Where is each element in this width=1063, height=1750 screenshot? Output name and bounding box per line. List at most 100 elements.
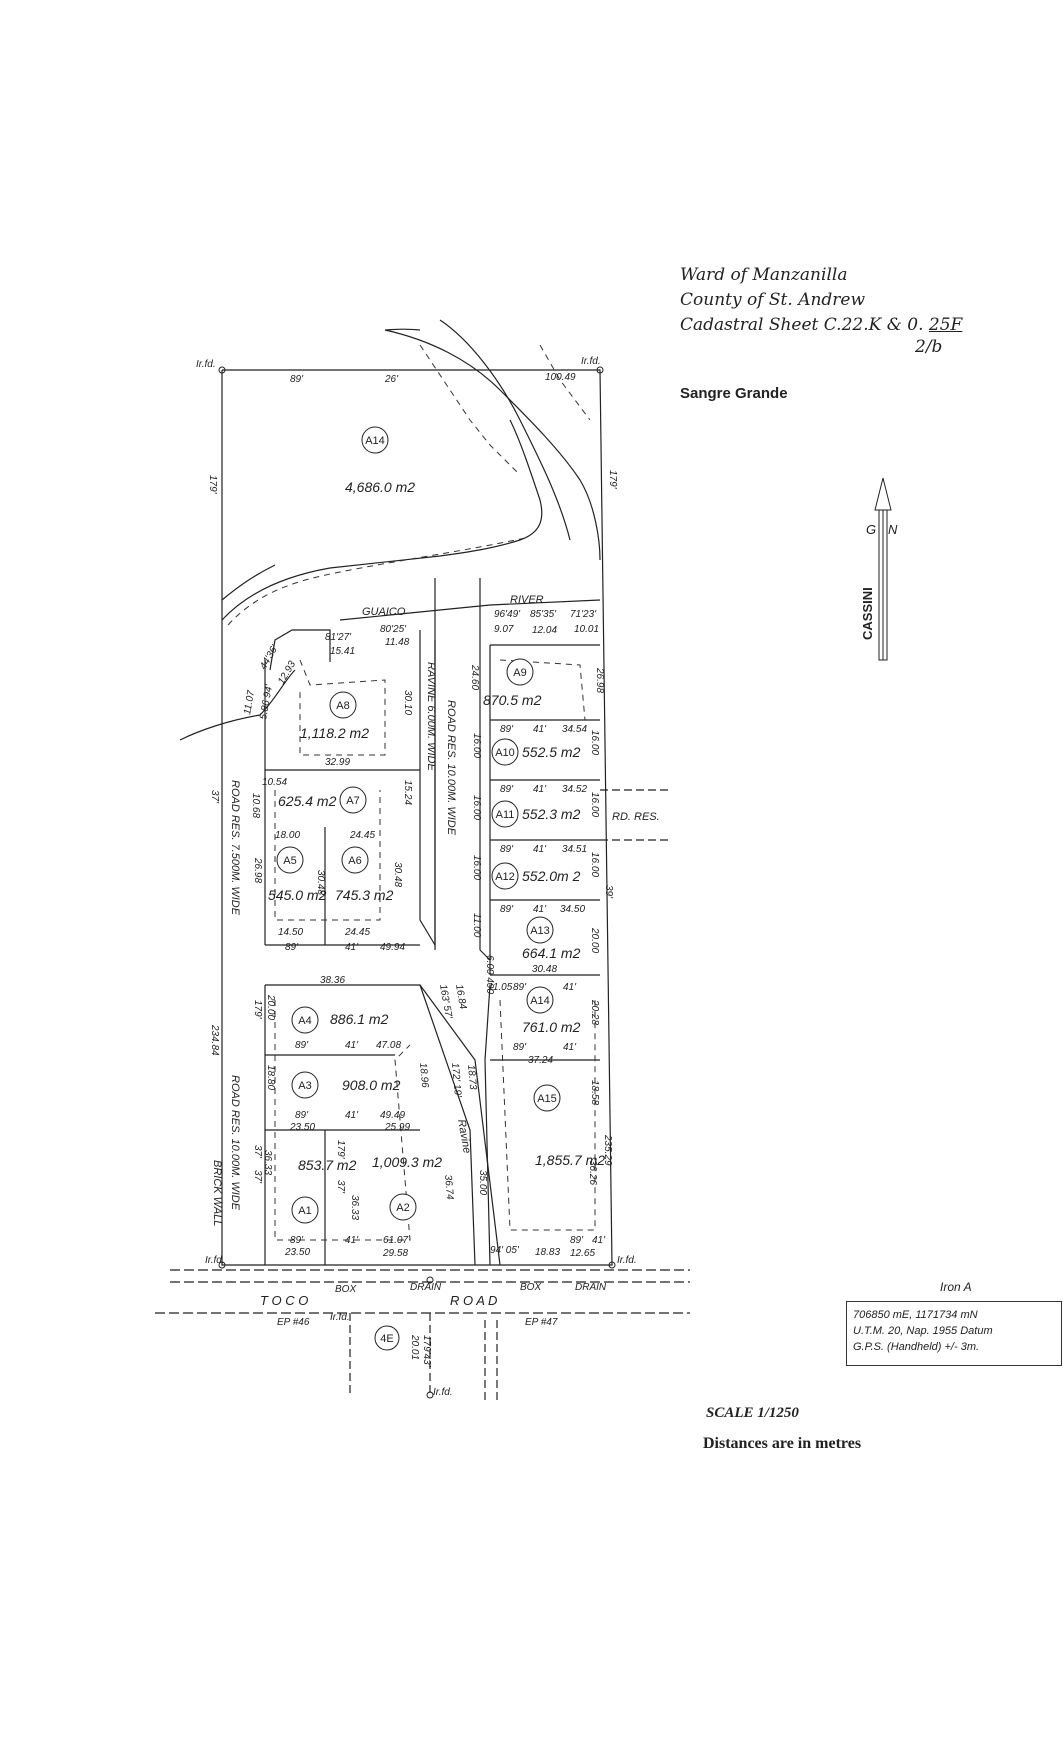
svg-text:41': 41' xyxy=(345,1040,359,1051)
svg-text:12.04: 12.04 xyxy=(532,625,557,636)
brick-wall-label: BRICK WALL xyxy=(211,1160,223,1226)
svg-text:26.98: 26.98 xyxy=(252,857,263,883)
area-A10: 552.5 m2 xyxy=(522,744,581,760)
svg-text:18.83: 18.83 xyxy=(535,1247,560,1258)
svg-text:16.00: 16.00 xyxy=(589,792,600,817)
lot-A2: A2 xyxy=(389,1193,417,1221)
town-label: Sangre Grande xyxy=(680,385,788,402)
lot-A12: A12 xyxy=(491,862,519,890)
cadastral-sheet-label: Cadastral Sheet C.22.K & 0. 25F xyxy=(680,315,962,335)
svg-text:A11: A11 xyxy=(496,809,515,821)
svg-text:11.00: 11.00 xyxy=(471,913,482,938)
river-name-guaico: GUAICO xyxy=(362,606,406,618)
grid-north-label: G xyxy=(866,522,876,537)
svg-text:89': 89' xyxy=(513,982,527,993)
box-label-2: BOX xyxy=(520,1282,541,1293)
svg-text:89': 89' xyxy=(290,1235,304,1246)
road-reserve-7-5-label: ROAD RES. 7.500M. WIDE xyxy=(229,780,241,916)
county-label: County of St. Andrew xyxy=(680,290,866,310)
svg-text:89': 89' xyxy=(500,904,514,915)
svg-text:96'49': 96'49' xyxy=(494,609,521,620)
river-south-bank xyxy=(221,419,543,621)
svg-text:10.68: 10.68 xyxy=(250,793,261,818)
lot-A8: A8 xyxy=(329,691,357,719)
river-name-river: RIVER xyxy=(510,594,544,606)
svg-text:41': 41' xyxy=(563,982,577,993)
scale-label: SCALE 1/1250 xyxy=(706,1405,799,1421)
svg-text:29.58: 29.58 xyxy=(382,1248,408,1259)
ep47-label: EP #47 xyxy=(525,1317,558,1328)
drain-label-1: DRAIN xyxy=(410,1282,442,1293)
svg-text:23.50: 23.50 xyxy=(284,1247,310,1258)
true-north-label: N xyxy=(888,522,898,537)
svg-text:89': 89' xyxy=(500,784,514,795)
units-label: Distances are in metres xyxy=(703,1435,862,1452)
svg-text:41': 41' xyxy=(345,1110,359,1121)
svg-text:32.99: 32.99 xyxy=(325,757,350,768)
svg-text:A14: A14 xyxy=(530,995,550,1007)
svg-text:12.65: 12.65 xyxy=(570,1248,595,1259)
area-A1: 853.7 m2 xyxy=(298,1157,357,1173)
svg-text:41': 41' xyxy=(345,1235,359,1246)
svg-text:23.50: 23.50 xyxy=(289,1122,315,1133)
cadastral-sheet-number: 25F xyxy=(928,315,963,335)
svg-text:A9: A9 xyxy=(513,667,526,679)
svg-text:81'27': 81'27' xyxy=(325,632,352,643)
lot-A9: A9 xyxy=(506,658,534,686)
lot-A14-south: A14 xyxy=(526,986,554,1014)
svg-text:30.10: 30.10 xyxy=(402,690,413,715)
svg-text:A5: A5 xyxy=(283,855,296,867)
box-label-1: BOX xyxy=(335,1284,356,1295)
svg-text:89': 89' xyxy=(500,844,514,855)
lot-A13: A13 xyxy=(526,916,554,944)
svg-text:16.00: 16.00 xyxy=(589,730,600,755)
svg-text:37.24: 37.24 xyxy=(528,1055,553,1066)
lot-areas: 4,686.0 m2 870.5 m2 552.5 m2 552.3 m2 55… xyxy=(268,479,605,1173)
lot-A1: A1 xyxy=(291,1196,319,1224)
road-label: R O A D xyxy=(450,1293,497,1308)
svg-text:37': 37' xyxy=(335,1180,346,1194)
projection-label: CASSINI xyxy=(860,587,875,640)
outer-boundary xyxy=(221,369,613,1266)
svg-text:16.84: 16.84 xyxy=(453,984,468,1011)
svg-text:85'35': 85'35' xyxy=(530,609,557,620)
area-A4: 886.1 m2 xyxy=(330,1011,389,1027)
gps-line-1: 706850 mE, 1171734 mN xyxy=(853,1309,978,1321)
area-A2: 1,009.3 m2 xyxy=(372,1154,442,1170)
lot-markers: A14 A9 A10 A11 A12 A13 A14 A15 A8 A7 A5 … xyxy=(276,426,561,1351)
svg-text:26.98: 26.98 xyxy=(594,667,605,693)
iron-label-road: Ir.fd. xyxy=(330,1312,350,1323)
area-A14-south: 761.0 m2 xyxy=(522,1019,581,1035)
area-A7: 625.4 m2 xyxy=(278,793,337,809)
svg-text:A12: A12 xyxy=(495,871,515,883)
svg-text:163' 57': 163' 57' xyxy=(437,984,454,1021)
svg-text:89': 89' xyxy=(285,942,299,953)
cadastral-sheet-prefix: Cadastral Sheet C.22.K & 0. xyxy=(680,315,924,335)
svg-text:12.93: 12.93 xyxy=(276,659,298,687)
svg-text:5.86 94': 5.86 94' xyxy=(258,683,275,721)
svg-text:36.33: 36.33 xyxy=(262,1150,273,1175)
area-A15: 1,855.7 m2 xyxy=(535,1152,605,1168)
svg-text:15.24: 15.24 xyxy=(402,780,413,805)
svg-text:18.58: 18.58 xyxy=(589,1080,600,1105)
iron-markers xyxy=(218,366,616,1399)
svg-text:89': 89' xyxy=(500,724,514,735)
svg-text:179': 179' xyxy=(207,475,218,495)
svg-text:18.80: 18.80 xyxy=(265,1065,276,1090)
gps-line-2: U.T.M. 20, Nap. 1955 Datum xyxy=(853,1325,993,1337)
iron-label-se: Ir.fd. xyxy=(617,1255,637,1266)
area-A8: 1,118.2 m2 xyxy=(300,725,369,741)
lot-A10: A10 xyxy=(491,738,519,766)
svg-text:14.50: 14.50 xyxy=(278,927,303,938)
svg-text:15.41: 15.41 xyxy=(330,646,355,657)
svg-text:11.07: 11.07 xyxy=(242,689,257,715)
toco-label: T O C O xyxy=(260,1293,308,1308)
svg-text:71'23': 71'23' xyxy=(570,609,597,620)
svg-text:34.52: 34.52 xyxy=(562,784,587,795)
svg-text:18.96: 18.96 xyxy=(417,1062,430,1088)
svg-text:41': 41' xyxy=(592,1235,606,1246)
svg-text:20.28: 20.28 xyxy=(589,999,600,1025)
svg-text:A6: A6 xyxy=(348,855,361,867)
gps-box: 706850 mE, 1171734 mN U.T.M. 20, Nap. 19… xyxy=(846,1301,1062,1366)
